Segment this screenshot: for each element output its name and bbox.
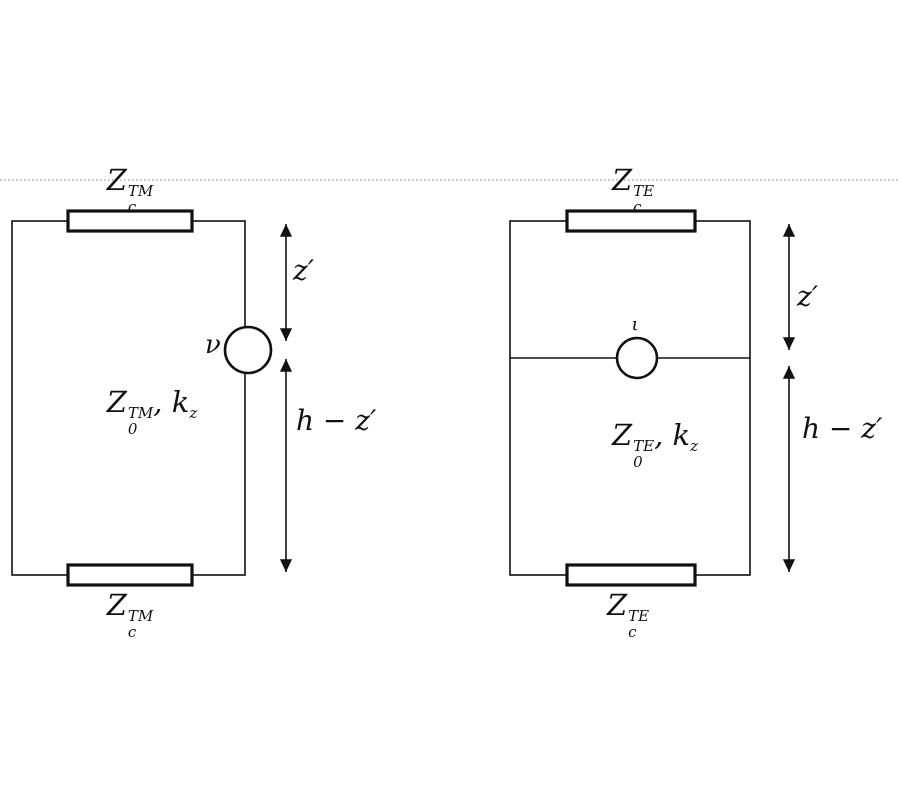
subscript: c	[127, 198, 137, 217]
symbol-base: Z	[611, 418, 633, 452]
voltage-source-circle	[223, 325, 273, 375]
symbol-base: Z	[611, 163, 633, 197]
symbol-base: Z	[106, 163, 127, 197]
left-zprime-label: z′	[293, 254, 315, 287]
symbol-base: Z	[106, 385, 127, 419]
symbol-base: Z	[606, 588, 628, 622]
subscript: 0	[127, 420, 138, 439]
current-source-circle	[615, 336, 659, 380]
left-circuit-tm	[11, 209, 293, 587]
superscript: TM	[127, 607, 154, 626]
subscript: c	[633, 198, 642, 217]
subscript: c	[628, 623, 637, 642]
k-symbol: , k	[153, 385, 190, 419]
subscript: 0	[633, 453, 643, 472]
left-bottom-impedance-box	[66, 563, 194, 587]
k-symbol: , k	[654, 418, 691, 452]
right-circuit-te	[509, 209, 796, 587]
right-zprime-label: z′	[797, 280, 819, 313]
superscript: TE	[633, 182, 655, 201]
right-bottom-impedance-box	[565, 563, 697, 587]
symbol-base: Z	[106, 588, 127, 622]
superscript: TE	[628, 607, 650, 626]
subscript: c	[127, 623, 137, 642]
right-circuit-outline	[509, 220, 751, 576]
right-top-impedance-box	[565, 209, 697, 233]
right-h-minus-zprime-label: h − z′	[802, 412, 883, 445]
k-subscript: z	[189, 404, 198, 422]
superscript: TM	[127, 182, 154, 201]
current-source-label: ι	[631, 314, 639, 335]
voltage-source-label: ν	[205, 330, 221, 360]
k-subscript: z	[690, 437, 699, 455]
superscript: TE	[633, 437, 655, 456]
superscript: TM	[127, 404, 154, 423]
left-top-impedance-box	[66, 209, 194, 233]
left-h-minus-zprime-label: h − z′	[296, 404, 377, 437]
